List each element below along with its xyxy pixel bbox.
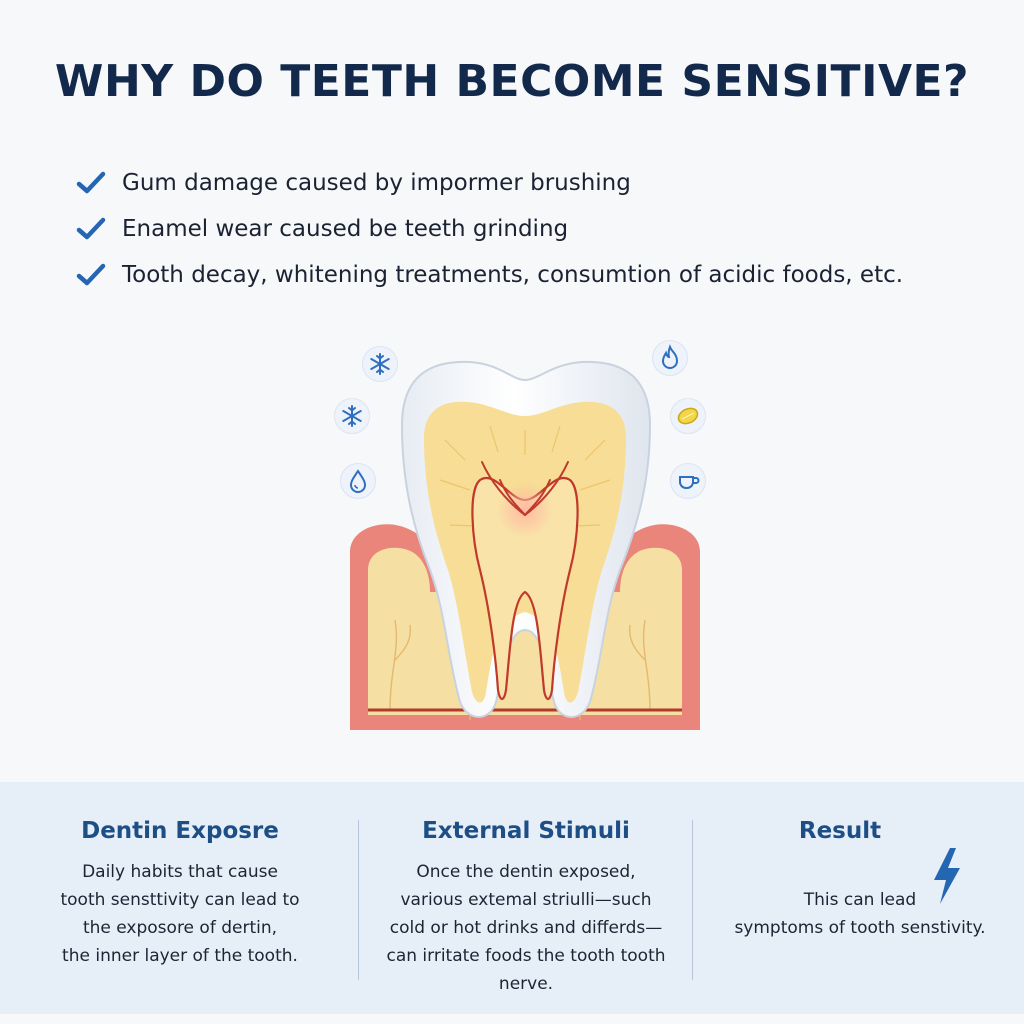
column-title: Dentin Exposre: [81, 818, 279, 844]
page-title: WHY DO TEETH BECOME SENSITIVE?: [54, 56, 970, 107]
list-item: Tooth decay, whitening treatments, consu…: [76, 252, 976, 298]
body-line: can irritate foods the tooth tooth: [386, 946, 666, 966]
checkmark-icon: [76, 217, 106, 240]
column-external-stimuli: External Stimuli Once the dentin exposed…: [362, 782, 690, 1014]
column-result: Result This can lead symptoms of tooth s…: [700, 782, 1020, 1014]
list-item: Gum damage caused by impormer brushing: [76, 160, 976, 206]
flame-icon: [652, 340, 688, 376]
column-body: Daily habits that cause tooth sensttivit…: [20, 858, 340, 970]
checkmark-icon: [76, 171, 106, 194]
column-body: This can lead symptoms of tooth senstivi…: [700, 886, 1020, 942]
body-line: tooth sensttivity can lead to: [60, 890, 300, 910]
causes-list: Gum damage caused by impormer brushing E…: [76, 160, 976, 298]
tooth-cross-section-illustration: [350, 360, 700, 730]
divider: [358, 820, 359, 980]
body-line: symptoms of tooth senstivity.: [734, 918, 986, 938]
cause-text: Tooth decay, whitening treatments, consu…: [122, 262, 904, 288]
body-line: various extemal striulli—such: [400, 890, 652, 910]
body-line: cold or hot drinks and differds—: [389, 918, 663, 938]
body-line: nerve.: [498, 974, 554, 994]
cause-text: Enamel wear caused be teeth grinding: [122, 216, 569, 242]
divider: [692, 820, 693, 980]
lemon-icon: [670, 398, 706, 434]
water-drop-icon: [340, 463, 376, 499]
column-dentin-exposure: Dentin Exposre Daily habits that cause t…: [20, 782, 340, 1014]
column-title: External Stimuli: [422, 818, 630, 844]
lightning-bolt-icon: [934, 848, 960, 904]
body-line: Once the dentin exposed,: [416, 862, 636, 882]
column-body: Once the dentin exposed, various extemal…: [362, 858, 690, 998]
snowflake-icon: [362, 346, 398, 382]
snowflake-icon: [334, 398, 370, 434]
column-title: Result: [798, 818, 882, 844]
cup-icon: [670, 463, 706, 499]
body-line: the exposore of dertin,: [82, 918, 278, 938]
body-line: This can lead: [803, 890, 917, 910]
info-panel: Dentin Exposre Daily habits that cause t…: [0, 782, 1024, 1014]
cause-text: Gum damage caused by impormer brushing: [122, 170, 631, 196]
body-line: the inner layer of the tooth.: [62, 946, 298, 966]
list-item: Enamel wear caused be teeth grinding: [76, 206, 976, 252]
body-line: Daily habits that cause: [82, 862, 278, 882]
checkmark-icon: [76, 263, 106, 286]
